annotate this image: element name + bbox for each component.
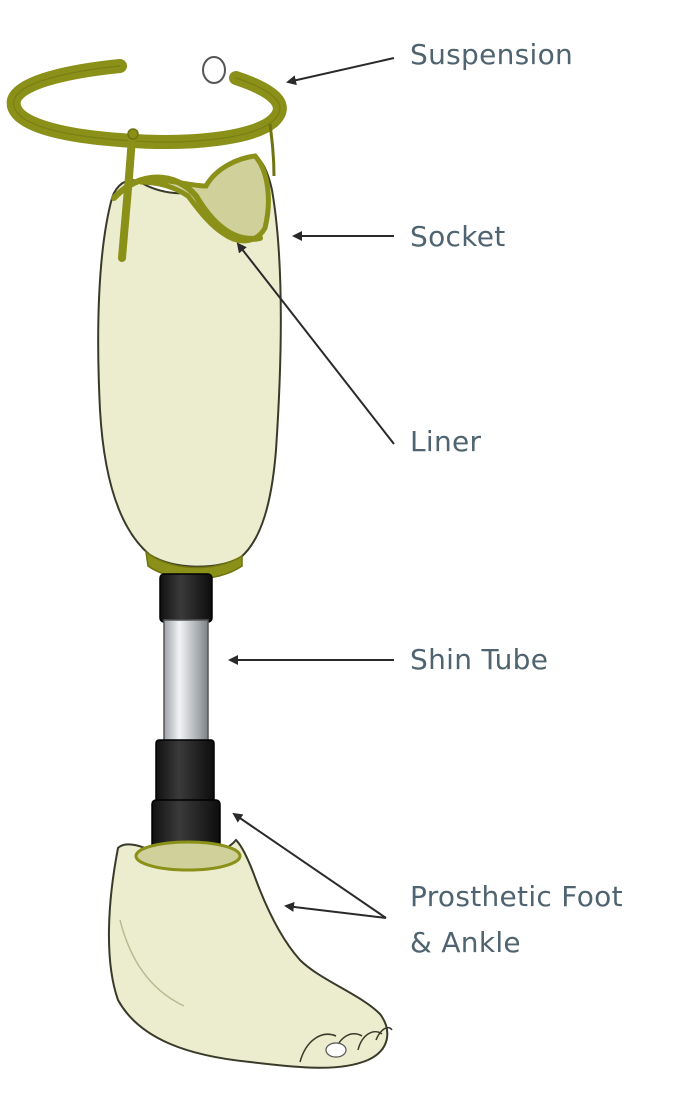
prosthetic-foot xyxy=(107,838,389,1069)
suspension-ring-outline xyxy=(13,65,281,143)
suspension-strap-left xyxy=(118,132,136,262)
foot-ankle-collar xyxy=(134,840,242,872)
arrow-suspension xyxy=(286,57,395,86)
arrow-foot xyxy=(284,901,387,919)
label-liner: Liner xyxy=(410,425,482,458)
pylon-adapter-bottom xyxy=(155,739,215,803)
label-suspension: Suspension xyxy=(410,38,574,71)
liner-rim xyxy=(111,174,263,242)
liner xyxy=(139,153,271,244)
foot-toes xyxy=(299,1026,393,1063)
label-ankle: & Ankle xyxy=(410,926,521,959)
foot-heel-contour xyxy=(119,919,185,1007)
label-shin-tube: Shin Tube xyxy=(410,643,549,676)
label-prosthetic-foot: Prosthetic Foot xyxy=(410,880,623,913)
suspension-strap-cap xyxy=(202,56,226,84)
suspension-rivet xyxy=(127,128,139,140)
pylon-adapter-top xyxy=(159,573,213,623)
shin-tube xyxy=(163,619,209,745)
arrow-liner xyxy=(236,242,395,445)
big-toenail xyxy=(325,1042,347,1058)
label-socket: Socket xyxy=(410,220,506,253)
arrow-ankle xyxy=(232,812,387,919)
suspension-strap-right xyxy=(268,123,276,177)
